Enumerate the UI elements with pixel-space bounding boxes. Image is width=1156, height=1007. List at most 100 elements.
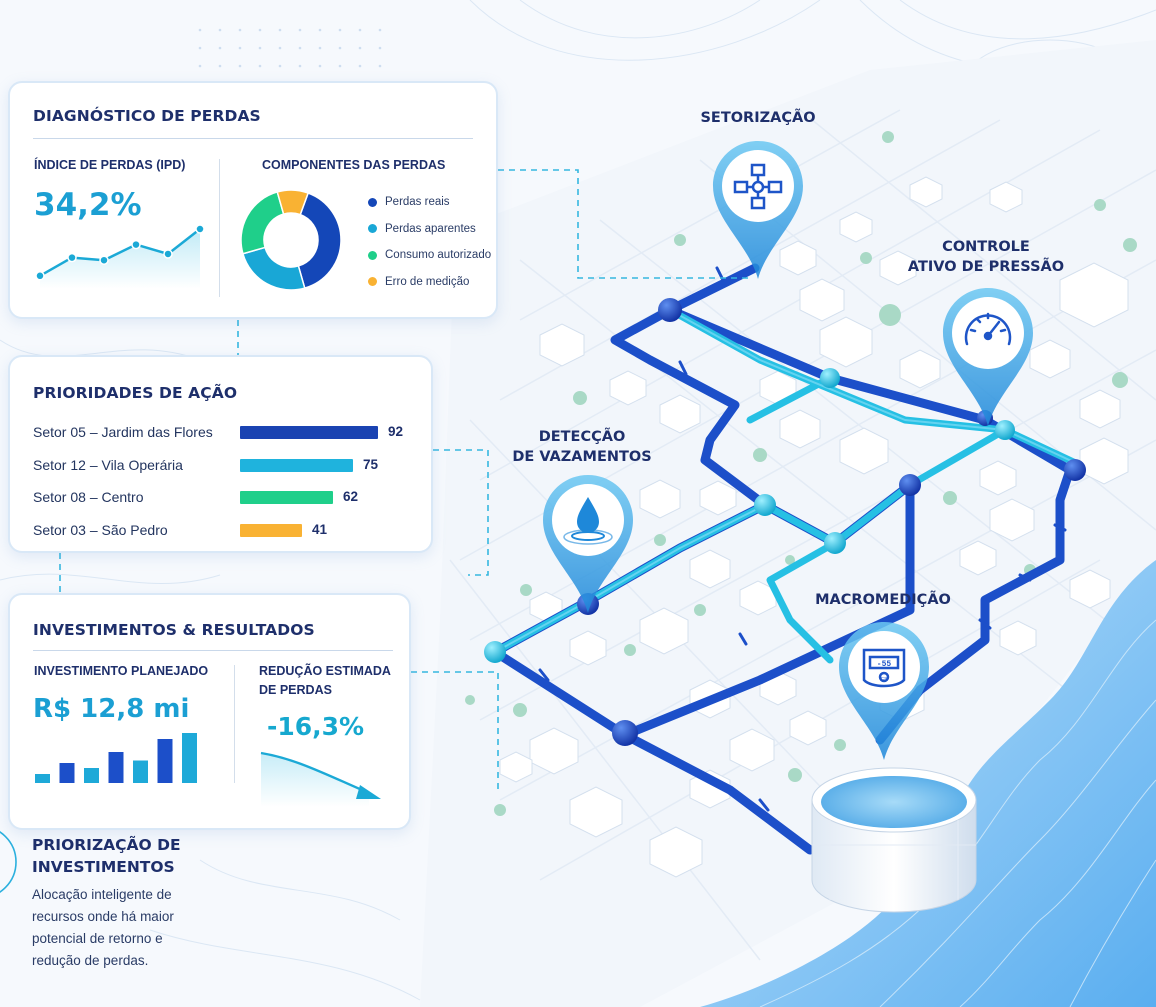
legend-dot [368,197,377,207]
legend-item: Perdas aparentes [368,223,476,235]
legend-item: Erro de medição [368,276,469,288]
priorizacao-title: PRIORIZAÇÃO DE INVESTIMENTOS [32,834,232,878]
prioridade-value: 92 [388,424,404,439]
investimento-bar [59,763,75,783]
prioridade-bar [240,491,333,504]
investimento-bars [35,733,197,783]
legend-label: Perdas aparentes [385,222,476,235]
controle-line-1: CONTROLE [942,239,1030,255]
down-arrow-icon [356,785,381,799]
deteccao-label: DETECÇÃO DE VAZAMENTOS [500,427,664,467]
trees [465,131,1137,816]
legend-dot [368,224,377,233]
donut-slice [240,190,285,255]
deteccao-line-1: DETECÇÃO [538,429,626,445]
prioridades-title: PRIORIDADES DE AÇÃO [33,384,238,402]
donut-slice [297,192,342,290]
macromedicao-label: MACROMEDIÇÃO [815,592,951,608]
investimento-bar [133,760,148,783]
investimento-bar [35,774,50,783]
ipd-trend-area [40,229,200,289]
meter-mark: CS [881,676,887,681]
controle-pressao-label: CONTROLE ATIVO DE PRESSÃO [900,237,1072,277]
priorizacao-title-line-2: INVESTIMENTOS [32,858,175,876]
meter-readout: -55 [877,660,892,669]
donut-slice [241,246,306,291]
dot-pattern [198,28,382,68]
pipe-nodes [484,298,1086,746]
investimentos-divider [33,650,393,651]
gauge-icon [964,312,1012,346]
diagnostico-card: DIAGNÓSTICO DE PERDAS ÍNDICE DE PERDAS (… [8,81,498,319]
prioridade-label: Setor 08 – Centro [33,489,144,505]
legend-label: Erro de medição [385,275,470,288]
prioridade-bar [240,426,378,439]
reducao-value: -16,3% [267,712,365,741]
ipd-trend-point [131,239,141,250]
deteccao-line-2: DE VAZAMENTOS [512,449,652,465]
sea [700,560,1156,1007]
investimentos-card: INVESTIMENTOS & RESULTADOS INVESTIMENTO … [8,593,411,830]
sea-contours [759,619,1156,1007]
investimentos-vdivider [234,665,235,783]
priorizacao-description: Alocação inteligente de recursos onde há… [32,887,174,968]
legend-dot [368,250,377,260]
ipd-trend-point [195,224,205,234]
network-icon [733,163,783,210]
ipd-trend-point [67,252,77,263]
ipd-trend-chart [35,224,205,289]
planejado-value: R$ 12,8 mi [33,694,190,724]
diagnostico-divider [33,138,473,139]
reducao-label-1: REDUÇÃO ESTIMADA [259,664,391,678]
donut-slice [276,189,310,216]
ornament-circle [0,831,17,893]
legend-item: Perdas reais [368,196,450,208]
legend-item: Consumo autorizado [368,249,491,261]
buildings [499,176,1129,878]
diagnostico-vdivider [219,159,220,297]
prioridade-label: Setor 03 – São Pedro [33,521,168,538]
setorizacao-pin[interactable] [711,139,805,281]
prioridade-label: Setor 05 – Jardim das Flores [33,424,213,440]
componentes-donut [240,189,342,291]
ipd-value: 34,2% [34,187,142,223]
componentes-label: COMPONENTES DAS PERDAS [262,158,446,172]
investimentos-title: INVESTIMENTOS & RESULTADOS [33,621,315,639]
priorizacao-title-line-1: PRIORIZAÇÃO DE [32,836,181,854]
deteccao-pin[interactable] [541,473,635,615]
setorizacao-label: SETORIZAÇÃO [700,110,816,126]
prioridade-label: Setor 12 – Vila Operária [33,456,183,473]
prioridade-value: 41 [312,521,328,537]
investimento-bar [157,739,173,783]
dashed-connectors [59,169,750,790]
reducao-label-2: DE PERDAS [259,683,332,697]
pipe-network [490,263,1084,855]
ipd-label: ÍNDICE DE PERDAS (IPD) [34,158,186,172]
diagnostico-title: DIAGNÓSTICO DE PERDAS [33,107,261,125]
prioridade-bar [240,523,302,537]
flow-meter-icon [862,648,906,688]
controle-line-2: ATIVO DE PRESSÃO [907,259,1065,275]
city-ground [420,40,1156,1007]
investimento-bar [84,768,99,783]
ipd-trend-line [39,228,201,277]
ipd-trend-point [35,271,45,281]
legend-dot [368,277,377,286]
reducao-trend-arrow [260,751,381,807]
prioridade-value: 62 [343,489,359,504]
planejado-label: INVESTIMENTO PLANEJADO [34,664,209,678]
ipd-trend-point [99,255,109,265]
reservoir-tank [811,767,977,913]
investimento-bar [108,752,124,783]
legend-label: Perdas reais [385,196,450,208]
water-drop-icon [563,497,613,545]
ipd-trend-point [163,249,173,259]
prioridade-value: 75 [363,456,379,472]
controle-pressao-pin[interactable] [941,286,1035,428]
legend-label: Consumo autorizado [385,249,492,261]
investimento-bar [182,733,197,783]
prioridade-bar [240,458,353,472]
macromedicao-pin[interactable]: -55 CS [837,620,931,762]
prioridades-card: PRIORIDADES DE AÇÃO Setor 05 – Jardim da… [8,355,433,553]
